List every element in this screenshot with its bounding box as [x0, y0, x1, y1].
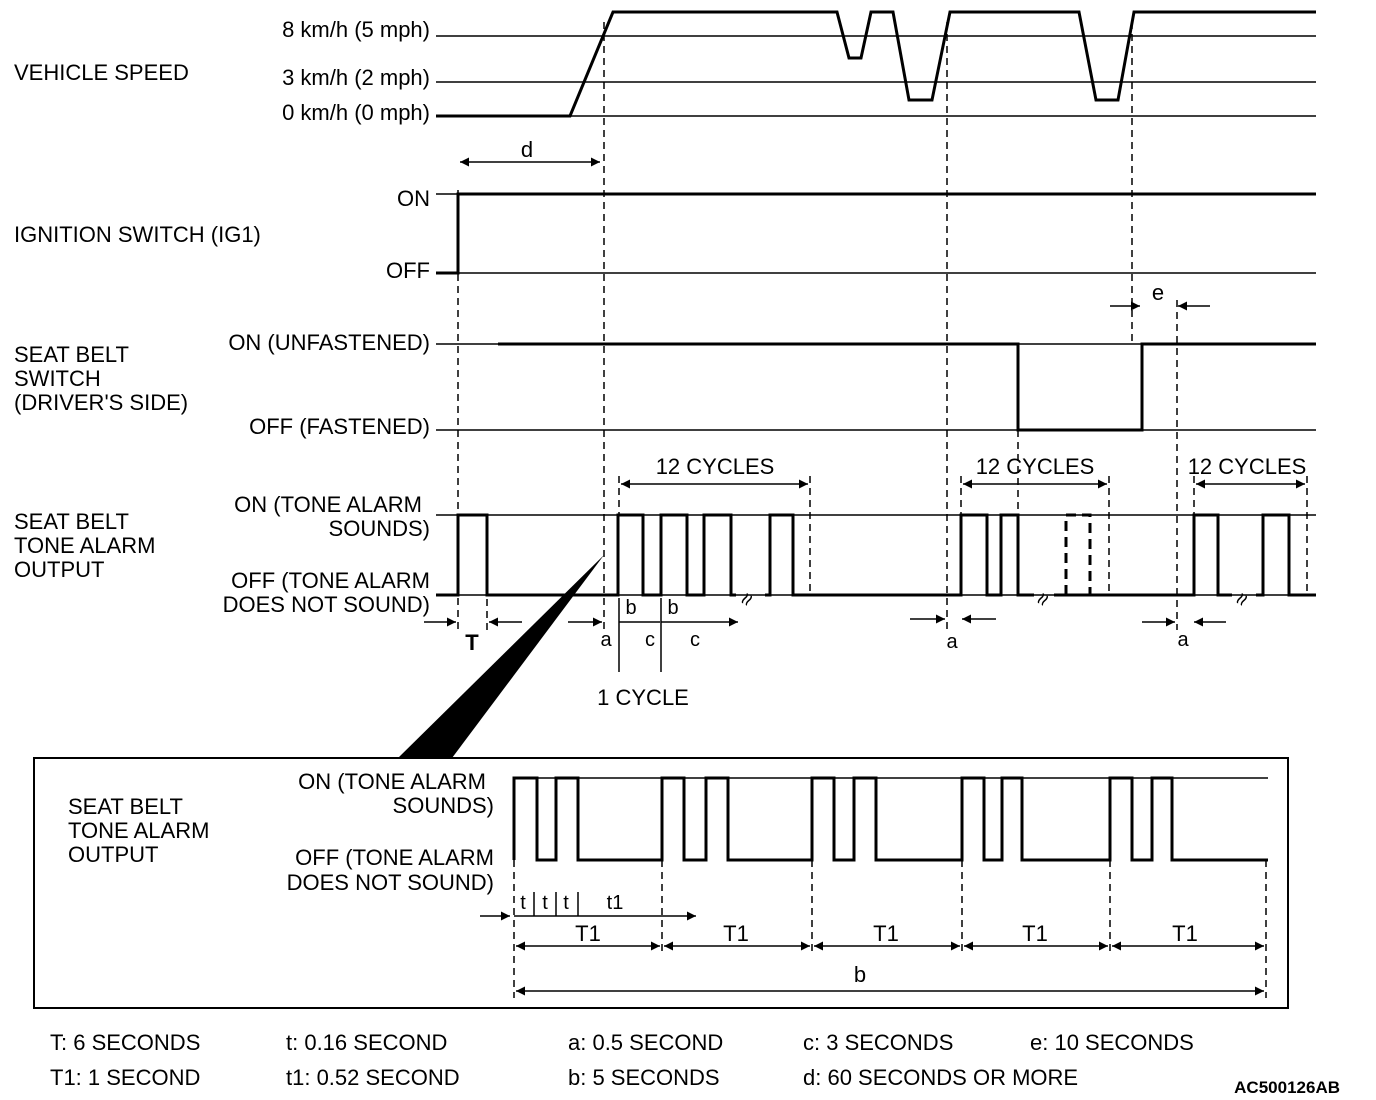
ignition-waveform [436, 192, 1316, 275]
legend-e: e: 10 SECONDS [1030, 1030, 1194, 1055]
legend-t: t: 0.16 SECOND [286, 1030, 447, 1055]
seat-belt-switch-label-1: SEAT BELT [14, 342, 129, 367]
tone-alarm-waveform-3 [1054, 513, 1232, 597]
tone-off-level-2: DOES NOT SOUND) [223, 592, 430, 617]
detail-waveform [512, 776, 1268, 862]
tone-on-level-1: ON (TONE ALARM [234, 492, 422, 517]
t-label-2: t [542, 892, 548, 914]
c-label-2: c [690, 629, 700, 651]
a-label-3: a [1177, 629, 1189, 651]
T1-label-1: T1 [575, 921, 601, 946]
t-label-3: t [563, 892, 569, 914]
legend-b: b: 5 SECONDS [568, 1065, 720, 1090]
twelve-cycles-label-2: 12 CYCLES [976, 454, 1095, 479]
twelve-cycles-label-1: 12 CYCLES [656, 454, 775, 479]
b-label-2: b [667, 597, 678, 619]
ignition-on-level: ON [397, 186, 430, 211]
detail-label-2: TONE ALARM [68, 818, 209, 843]
legend-a: a: 0.5 SECOND [568, 1030, 723, 1055]
detail-on-level-1: ON (TONE ALARM [298, 769, 486, 794]
speed-level-3: 3 km/h (2 mph) [282, 65, 430, 90]
tone-alarm-suppressed-pulses [1064, 513, 1092, 595]
speed-level-0: 0 km/h (0 mph) [282, 100, 430, 125]
detail-label-3: OUTPUT [68, 842, 158, 867]
seat-belt-switch-label-2: SWITCH [14, 366, 101, 391]
t1-label: t1 [607, 892, 624, 914]
T1-label-3: T1 [873, 921, 899, 946]
tone-alarm-label-2: TONE ALARM [14, 533, 155, 558]
t-label-1: t [520, 892, 526, 914]
seat-belt-switch-label-3: (DRIVER'S SIDE) [14, 390, 188, 415]
one-cycle-label: 1 CYCLE [597, 685, 689, 710]
T1-label-2: T1 [723, 921, 749, 946]
ignition-label: IGNITION SWITCH (IG1) [14, 222, 261, 247]
break-mark-3: ≈ [1228, 588, 1256, 611]
d-dimension-label: d [521, 137, 533, 162]
detail-b-label: b [854, 962, 866, 987]
figure-code: AC500126AB [1234, 1078, 1340, 1097]
a-label-1: a [600, 629, 612, 651]
tone-on-level-2: SOUNDS) [329, 516, 430, 541]
break-mark-1: ≈ [733, 588, 761, 611]
detail-callout-pointer [398, 555, 604, 758]
legend-c: c: 3 SECONDS [803, 1030, 953, 1055]
a-label-2: a [946, 631, 958, 653]
legend-T: T: 6 SECONDS [50, 1030, 200, 1055]
T-dimension-label: T [465, 630, 479, 655]
twelve-cycles-label-3: 12 CYCLES [1188, 454, 1307, 479]
seat-belt-off-level: OFF (FASTENED) [249, 414, 430, 439]
ignition-off-level: OFF [386, 258, 430, 283]
seat-belt-switch-waveform [498, 342, 1316, 432]
T1-label-4: T1 [1022, 921, 1048, 946]
tone-off-level-1: OFF (TONE ALARM [231, 568, 430, 593]
b-label-1: b [625, 597, 636, 619]
tone-alarm-waveform-2 [765, 513, 1034, 597]
c-label-1: c [645, 629, 655, 651]
legend-t1: t1: 0.52 SECOND [286, 1065, 460, 1090]
legend-T1: T1: 1 SECOND [50, 1065, 200, 1090]
detail-on-level-2: SOUNDS) [393, 793, 494, 818]
break-mark-2: ≈ [1029, 588, 1057, 611]
tone-alarm-label-1: SEAT BELT [14, 509, 129, 534]
e-dimension-label: e [1152, 280, 1164, 305]
tone-alarm-waveform-4 [1256, 513, 1316, 597]
detail-label-1: SEAT BELT [68, 794, 183, 819]
T1-label-5: T1 [1172, 921, 1198, 946]
seat-belt-on-level: ON (UNFASTENED) [228, 330, 430, 355]
tone-alarm-waveform-1 [436, 513, 736, 597]
speed-level-8: 8 km/h (5 mph) [282, 17, 430, 42]
detail-off-level-1: OFF (TONE ALARM [295, 845, 494, 870]
legend-d: d: 60 SECONDS OR MORE [803, 1065, 1078, 1090]
detail-off-level-2: DOES NOT SOUND) [287, 870, 494, 895]
vehicle-speed-label: VEHICLE SPEED [14, 60, 189, 85]
tone-alarm-label-3: OUTPUT [14, 557, 104, 582]
vehicle-speed-waveform [436, 10, 1316, 118]
